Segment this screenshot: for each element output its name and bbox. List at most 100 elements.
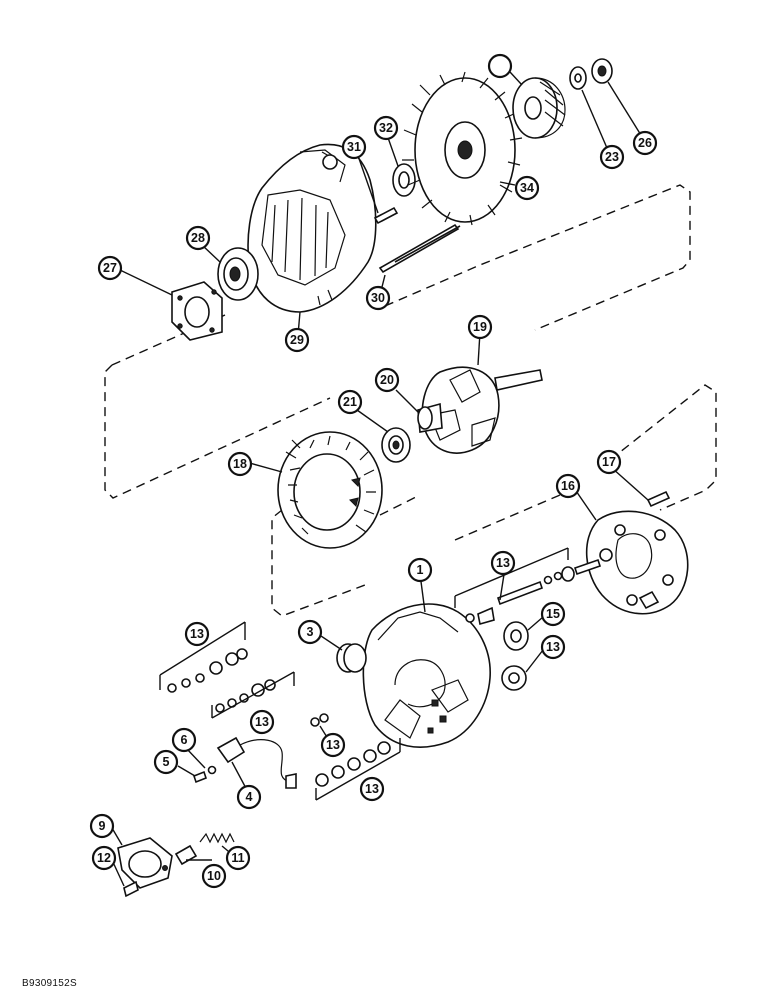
callout-20: 20	[374, 367, 400, 393]
svg-text:13: 13	[496, 556, 510, 570]
callout-15: 15	[540, 601, 566, 627]
callout-1: 1	[407, 557, 433, 583]
svg-text:29: 29	[290, 333, 304, 347]
terminal-hardware-group-bottom	[315, 741, 391, 787]
svg-text:15: 15	[546, 607, 560, 621]
dashed-shaft-line	[379, 494, 421, 516]
svg-text:11: 11	[231, 851, 244, 865]
callout-31: 32	[373, 115, 399, 141]
svg-text:26: 26	[638, 136, 652, 150]
svg-text:10: 10	[207, 869, 221, 883]
callout-26: 27	[97, 255, 123, 281]
rotor-19	[417, 366, 543, 454]
terminal-hardware-group-center	[310, 713, 329, 727]
callout-13-f: 13	[359, 776, 385, 802]
callout-10: 10	[201, 863, 227, 889]
brush-10	[174, 844, 198, 866]
callout-9: 9	[89, 813, 115, 839]
svg-text:28: 28	[191, 231, 205, 245]
callout-3: 3	[297, 619, 323, 645]
callout-32: 34	[514, 175, 540, 201]
rectifier-16	[573, 510, 689, 615]
svg-text:13: 13	[326, 738, 340, 752]
svg-text:21: 21	[343, 395, 357, 409]
callout-13-e: 13	[320, 732, 346, 758]
callout-34	[487, 53, 513, 79]
fan-32	[402, 71, 523, 226]
svg-text:9: 9	[99, 819, 106, 833]
pulley-34	[512, 77, 566, 139]
svg-text:23: 23	[605, 150, 619, 164]
group-brackets	[159, 547, 569, 801]
front-housing-1	[362, 603, 491, 748]
terminal-hardware-group-right	[477, 566, 575, 626]
washer-22	[569, 66, 587, 90]
svg-text:12: 12	[97, 851, 111, 865]
brush-holder-4	[216, 736, 297, 789]
svg-text:4: 4	[246, 790, 253, 804]
washer-6	[207, 765, 217, 775]
svg-text:13: 13	[255, 715, 269, 729]
callout-23: 26	[632, 130, 658, 156]
callout-13-d: 13	[249, 709, 275, 735]
nut-23	[591, 58, 613, 84]
dashed-assembly-line-upper	[104, 184, 691, 499]
stator-18	[277, 431, 383, 549]
screw-12	[123, 880, 139, 898]
svg-text:20: 20	[380, 373, 394, 387]
svg-text:5: 5	[163, 755, 170, 769]
svg-text:13: 13	[546, 640, 560, 654]
callout-18: 18	[227, 451, 253, 477]
dashed-assembly-line-lower	[271, 384, 717, 617]
svg-text:6: 6	[181, 733, 188, 747]
svg-text:30: 30	[371, 291, 385, 305]
callout-30: 31	[341, 134, 367, 160]
svg-text:13: 13	[365, 782, 379, 796]
svg-text:17: 17	[602, 455, 616, 469]
callout-21: 21	[337, 389, 363, 415]
callout-13-b: 13	[540, 634, 566, 660]
callout-22: 23	[599, 144, 625, 170]
callout-4: 4	[236, 784, 262, 810]
svg-text:19: 19	[473, 320, 487, 334]
through-bolt-long	[394, 225, 461, 263]
insulator-13-right	[501, 665, 527, 691]
callout-27: 28	[185, 225, 211, 251]
svg-text:34: 34	[520, 181, 534, 195]
callout-16: 16	[555, 473, 581, 499]
callout-5: 5	[153, 749, 179, 775]
callout-6: 6	[171, 727, 197, 753]
bushing-15	[503, 621, 529, 651]
callout-13-a: 13	[490, 550, 516, 576]
callout-13-c: 13	[184, 621, 210, 647]
terminal-hardware-group-left-mid	[215, 679, 276, 713]
seal-31	[392, 163, 416, 197]
sleeve-3	[336, 643, 367, 673]
svg-text:13: 13	[190, 627, 204, 641]
svg-text:27: 27	[103, 261, 117, 275]
svg-text:1: 1	[417, 563, 424, 577]
screw-17	[646, 490, 671, 508]
rear-housing	[247, 143, 377, 313]
svg-text:3: 3	[307, 625, 314, 639]
bearing-27	[217, 247, 259, 301]
leader-lines	[111, 71, 649, 887]
svg-text:32: 32	[379, 121, 393, 135]
retainer-plate-26	[171, 281, 223, 341]
callout-17: 17	[596, 449, 622, 475]
screw-5	[193, 770, 207, 784]
screw-30	[373, 206, 399, 225]
regulator-cover-9	[117, 837, 173, 889]
svg-text:31: 31	[347, 140, 361, 154]
svg-text:16: 16	[561, 479, 575, 493]
svg-text:18: 18	[233, 457, 247, 471]
callout-28: 29	[284, 327, 310, 353]
callout-12: 12	[91, 845, 117, 871]
callout-19: 19	[467, 314, 493, 340]
figure-code: B9309152S	[22, 978, 77, 989]
terminal-hardware-group-left-top	[167, 648, 248, 693]
bearing-21	[381, 427, 411, 463]
spring-11	[199, 832, 235, 844]
callout-29: 30	[365, 285, 391, 311]
